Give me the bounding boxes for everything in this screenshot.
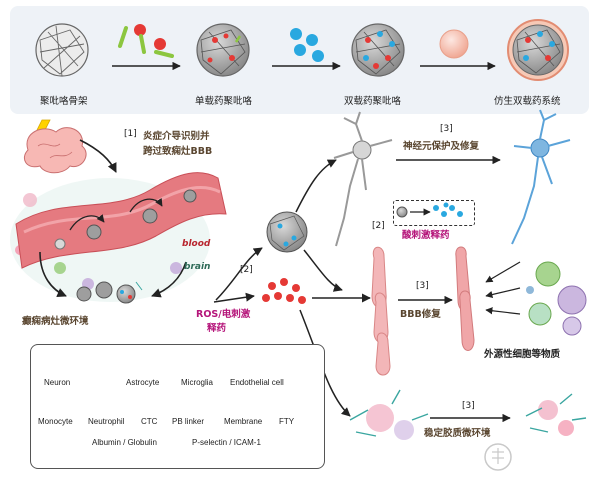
legend-pselectin: P-selectin / ICAM-1 <box>192 438 261 447</box>
legend-albumin: Albumin / Globulin <box>92 438 157 447</box>
acid-release-box <box>393 200 475 226</box>
legend-membrane: Membrane <box>224 417 263 426</box>
legend-astrocyte: Astrocyte <box>126 378 160 387</box>
brain-icon <box>24 127 87 174</box>
exogenous-label: 外源性细胞等物质 <box>484 349 561 360</box>
membrane-vesicle <box>439 29 469 59</box>
legend-microglia: Microglia <box>181 378 214 387</box>
dual-loaded-ppy <box>351 23 405 77</box>
step2a-number: [2] <box>240 265 253 275</box>
step3b-number: [3] <box>416 281 429 291</box>
step3a-number: [3] <box>440 124 453 134</box>
endothelial-repaired <box>455 246 475 351</box>
polypyrrole-scaffold <box>35 23 89 77</box>
released-particle <box>266 211 308 253</box>
exogenous-cells <box>526 261 587 336</box>
blood-label: blood <box>182 239 211 249</box>
stage-label-3: 双载药聚吡咯 <box>344 96 402 107</box>
glia-stable-label: 稳定胶质微环境 <box>424 428 491 439</box>
brain-label: brain <box>184 262 211 272</box>
acid-release-label: 酸刺激释药 <box>402 230 450 241</box>
ctc-dots <box>290 28 324 62</box>
stage-label-1: 聚吡咯骨架 <box>40 96 88 107</box>
ros-line2: 释药 <box>207 323 227 334</box>
legend-box <box>30 344 325 469</box>
legend-pb-linker: PB linker <box>172 417 205 426</box>
neuron-left <box>333 111 393 247</box>
watermark-logo <box>484 443 512 471</box>
glia-right <box>525 393 587 436</box>
lesion-nanoparticles <box>76 281 136 304</box>
legend-monocyte: Monocyte <box>38 417 73 426</box>
step3c-number: [3] <box>462 401 475 411</box>
glia-left <box>349 389 429 440</box>
step2b-number: [2] <box>372 221 385 231</box>
fty-release <box>262 278 306 304</box>
biomimetic-system <box>507 19 569 81</box>
single-loaded-ppy <box>196 23 250 77</box>
blocked-arrows <box>485 261 521 315</box>
legend-neutrophil: Neutrophil <box>88 417 125 426</box>
stage-label-2: 单载药聚吡咯 <box>195 96 253 107</box>
ros-line1: ROS/电刺激 <box>196 309 251 320</box>
neuron-repair-label: 神经元保护及修复 <box>403 141 480 152</box>
pb-linker-fty <box>118 24 174 58</box>
step1-number: [1] <box>124 129 137 139</box>
legend-endothelial: Endothelial cell <box>230 378 284 387</box>
neuron-right <box>511 109 571 245</box>
blood-vessel <box>15 172 227 269</box>
legend-neuron: Neuron <box>44 378 71 387</box>
stage-label-4: 仿生双载药系统 <box>494 96 561 107</box>
legend-ctc: CTC <box>141 417 158 426</box>
microenvironment-label: 癫痫病灶微环境 <box>22 316 89 327</box>
endothelial-damaged <box>371 246 391 376</box>
legend-fty: FTY <box>279 417 295 426</box>
acid-release-inset <box>396 202 463 218</box>
step1-line2: 跨过致痫灶BBB <box>143 146 213 157</box>
step1-line1: 炎症介导识别并 <box>143 131 210 142</box>
synthesis-panel <box>10 6 589 114</box>
bbb-repair-label: BBB修复 <box>400 309 441 320</box>
